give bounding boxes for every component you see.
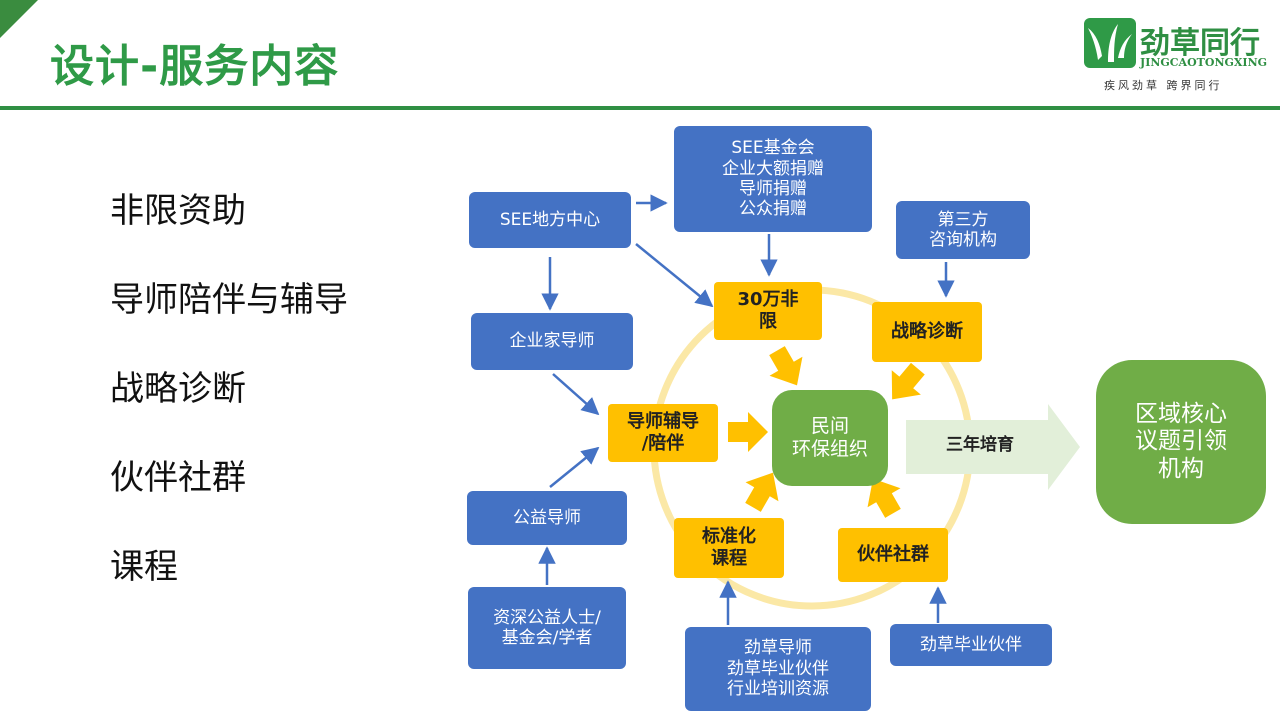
- logo-slogan: 疾风劲草 跨界同行: [1104, 79, 1223, 92]
- service-item: 战略诊断: [110, 369, 246, 409]
- flow-arrow-local-to-funding: [635, 243, 714, 308]
- brand-logo: 劲草同行 JINGCAOTONGXING 疾风劲草 跨界同行: [1084, 16, 1270, 96]
- community-box: 伙伴社群: [838, 528, 948, 582]
- corner-accent: [0, 0, 38, 38]
- see-local-center-box: SEE地方中心: [469, 192, 631, 248]
- service-item: 课程: [110, 547, 178, 587]
- mentoring-box: 导师辅导 /陪伴: [608, 404, 718, 462]
- service-item: 伙伴社群: [110, 458, 246, 498]
- flow-arrow-mentor-to-mentoring: [552, 373, 600, 416]
- header-divider: [0, 106, 1280, 110]
- logo-name: 劲草同行: [1140, 26, 1260, 61]
- page-title: 设计-服务内容: [50, 41, 340, 92]
- funding-box: 30万非 限: [714, 282, 822, 340]
- entrepreneur-mentor-box: 企业家导师: [471, 313, 633, 370]
- inflow-arrow-funding: [769, 346, 803, 386]
- service-list: 非限资助 导师陪伴与辅导 战略诊断 伙伴社群 课程: [110, 186, 348, 631]
- see-foundation-box: SEE基金会 企业大额捐赠 导师捐赠 公众捐赠: [674, 126, 872, 232]
- senior-experts-box: 资深公益人士/ 基金会/学者: [468, 587, 626, 669]
- service-item: 导师陪伴与辅导: [110, 280, 348, 320]
- outcome-box: 区域核心 议题引领 机构: [1096, 360, 1266, 524]
- flow-arrow-public-mentor-to-mentoring: [549, 446, 600, 488]
- incubation-label: 三年培育: [946, 435, 1014, 455]
- grass-logo-icon: [1084, 18, 1136, 68]
- service-item: 非限资助: [110, 191, 246, 231]
- jingcao-alumni-box: 劲草毕业伙伴: [890, 624, 1052, 666]
- strategy-box: 战略诊断: [872, 302, 982, 362]
- course-box: 标准化 课程: [674, 518, 784, 578]
- third-party-consulting-box: 第三方 咨询机构: [896, 201, 1030, 259]
- inflow-arrow-mentoring: [728, 412, 768, 452]
- jingcao-resources-box: 劲草导师 劲草毕业伙伴 行业培训资源: [685, 627, 871, 711]
- core-organization-box: 民间 环保组织: [772, 390, 888, 486]
- logo-english: JINGCAOTONGXING: [1140, 56, 1268, 69]
- public-mentor-box: 公益导师: [467, 491, 627, 545]
